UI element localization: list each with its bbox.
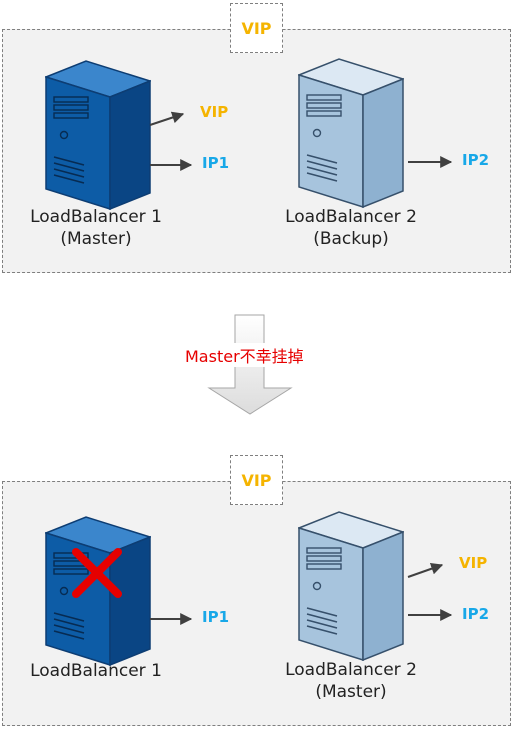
top-vip-arrow: [149, 111, 185, 126]
failure-label: Master不幸挂掉: [184, 343, 305, 367]
top-server1-vip-tag: VIP: [200, 103, 229, 121]
top-server2-role: (Backup): [313, 229, 389, 249]
bottom-server2-ip2-tag: IP2: [462, 605, 490, 623]
bottom-server2-name: LoadBalancer 2: [285, 660, 417, 680]
bottom-server2-vip-tag: VIP: [459, 554, 488, 572]
top-server2-ip2-tag: IP2: [462, 151, 490, 169]
bottom-server1-caption: LoadBalancer 1: [6, 660, 186, 682]
top-server2-name: LoadBalancer 2: [285, 207, 417, 227]
bottom-vip-box: VIP: [230, 455, 283, 505]
top-server1-caption: LoadBalancer 1 (Master): [6, 206, 186, 250]
bottom-server2-caption: LoadBalancer 2 (Master): [261, 659, 441, 703]
top-server1-ip1-tag: IP1: [202, 154, 230, 172]
bottom-server1-ip1-tag: IP1: [202, 608, 230, 626]
top-server1-role: (Master): [60, 229, 132, 249]
bottom-server1-name: LoadBalancer 1: [30, 661, 162, 681]
bottom-server2-role: (Master): [315, 682, 387, 702]
top-vip-box: VIP: [230, 3, 283, 53]
top-server1-name: LoadBalancer 1: [30, 207, 162, 227]
bottom-vip-arrow: [407, 562, 444, 578]
top-server2-caption: LoadBalancer 2 (Backup): [261, 206, 441, 250]
